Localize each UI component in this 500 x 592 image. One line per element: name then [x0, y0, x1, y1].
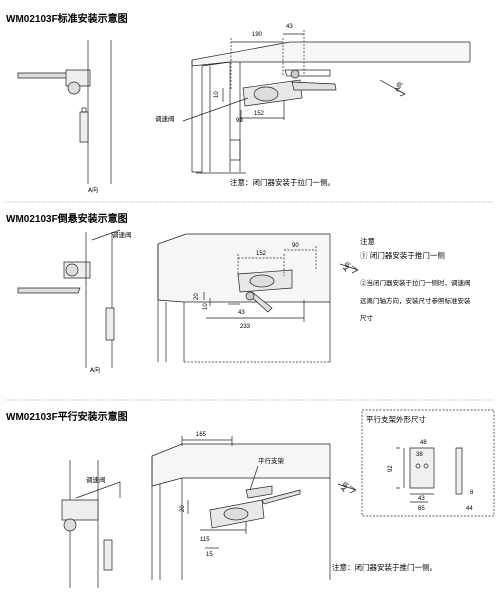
view-label-standard: A向 — [393, 80, 405, 93]
door-frame-standard — [182, 30, 471, 174]
door-frame-parallel — [151, 436, 357, 580]
bracket-panel-title: 平行支架外形尺寸 — [366, 414, 426, 424]
valve-label-standard: 调速阀 — [155, 114, 175, 123]
bracket-dim-44: 44 — [466, 506, 473, 512]
side-view-parallel — [61, 460, 121, 588]
side-view-standard — [17, 40, 112, 184]
bracket-dim-8: 8 — [470, 490, 474, 496]
dim-233-inv: 233 — [240, 324, 251, 330]
bracket-dimension-panel — [361, 409, 495, 517]
dim-20-par: 20 — [180, 505, 186, 512]
note-standard: 注意：闭门器安装于拉门一侧。 — [230, 177, 335, 187]
bracket-dim-48: 48 — [420, 440, 427, 446]
bracket-label-parallel: 平行支架 — [258, 456, 285, 465]
side-view-inverted — [17, 229, 121, 368]
note-inverted-2: ②当闭门器安装于拉门一侧时，调速阀 — [360, 278, 471, 287]
dim-90: 90 — [236, 118, 243, 124]
valve-label-inverted: 调速阀 — [112, 230, 132, 239]
bracket-dim-38: 38 — [416, 452, 423, 458]
side-view-label-inverted: A向 — [90, 366, 100, 374]
note-inverted-1: ① 闭门器安装于推门一侧 — [360, 250, 445, 260]
dim-10: 10 — [214, 91, 220, 98]
dim-190: 190 — [252, 32, 263, 38]
dim-15-par: 15 — [206, 552, 213, 558]
valve-label-parallel: 调速阀 — [86, 475, 106, 484]
note-inverted-3: 远离门轴方向，安装尺寸参照标准安装 — [360, 296, 471, 305]
view-label-inverted: A向 — [341, 260, 353, 273]
view-label-parallel: A向 — [339, 480, 351, 493]
bracket-dim-43: 43 — [418, 496, 425, 502]
title-standard: WM02103F标准安装示意图 — [6, 12, 128, 25]
bracket-dim-65: 65 — [418, 506, 425, 512]
title-inverted: WM02103F倒悬安装示意图 — [6, 212, 128, 225]
dim-165: 165 — [196, 432, 207, 438]
note-inverted-4: 尺寸 — [360, 313, 374, 322]
note-inverted-0: 注意 — [360, 236, 375, 246]
bracket-dim-92: 92 — [388, 465, 394, 472]
door-frame-inverted — [157, 233, 359, 363]
title-parallel: WM02103F平行安装示意图 — [6, 410, 128, 423]
side-view-label-standard: A向 — [88, 186, 98, 194]
dim-152: 152 — [254, 111, 265, 117]
dim-43-inv: 43 — [238, 310, 245, 316]
dim-152-inv: 152 — [256, 251, 267, 257]
dim-10-inv: 10 — [203, 303, 209, 310]
note-parallel: 注意：闭门器安装于推门一侧。 — [332, 562, 437, 572]
dim-20-inv: 20 — [194, 293, 200, 300]
dim-90-inv: 90 — [292, 243, 299, 249]
dim-115-par: 115 — [200, 537, 210, 543]
dim-43: 43 — [286, 24, 293, 30]
